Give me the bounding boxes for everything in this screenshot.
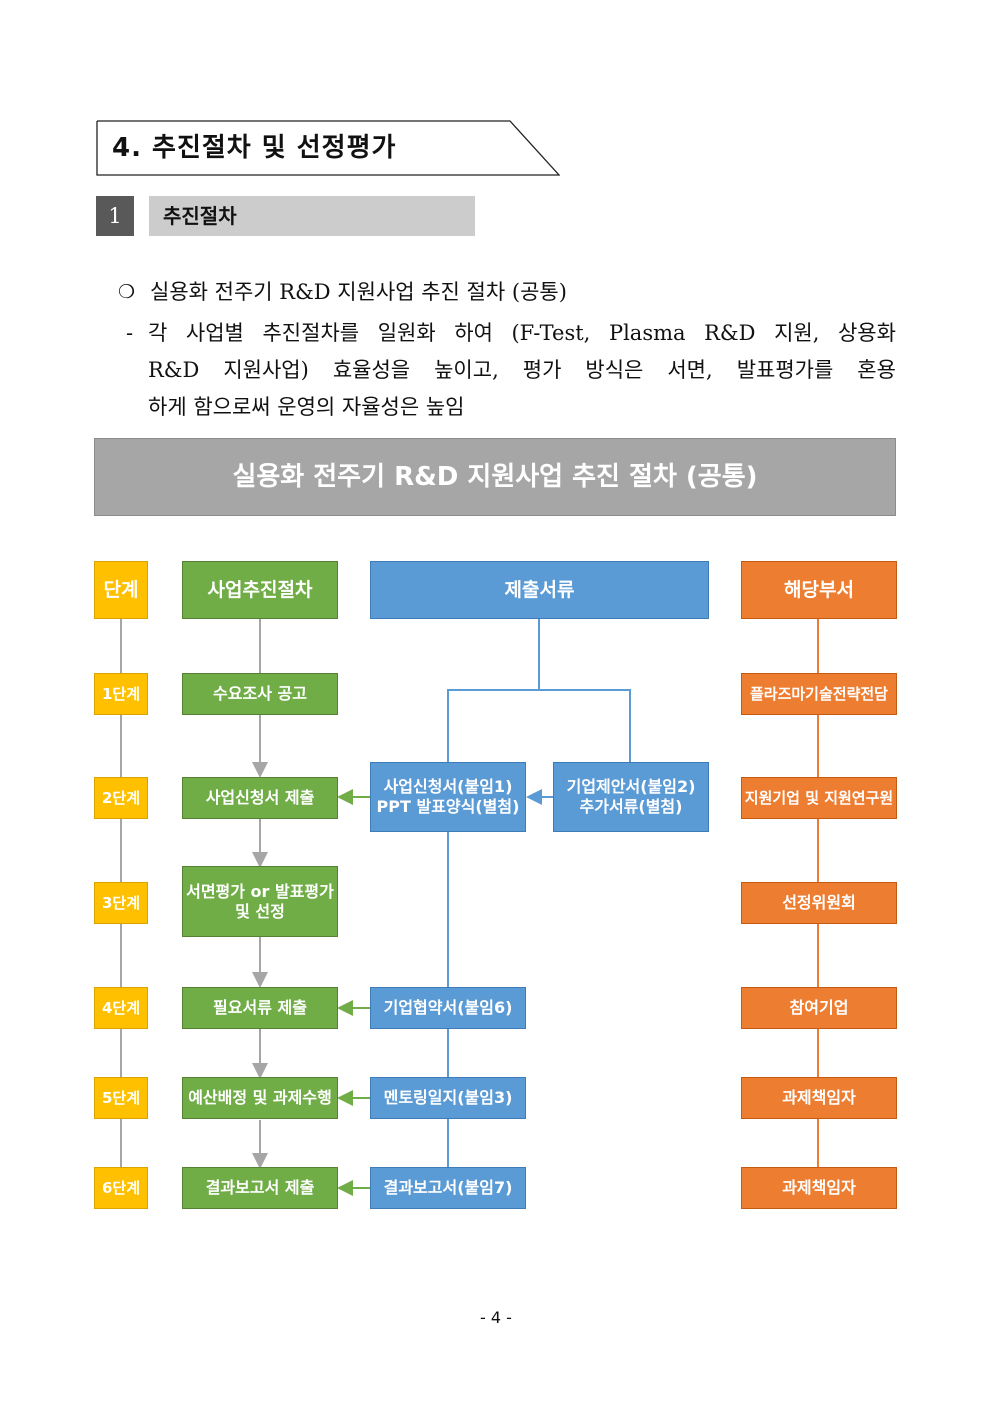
subsection-title: 추진절차 xyxy=(149,196,475,236)
page-number: - 4 - xyxy=(480,1308,512,1327)
doc-proposal: 기업제안서(붙임2) 추가서류(별첨) xyxy=(553,762,709,832)
word: 지원사업) xyxy=(223,358,309,382)
word: (F-Test, xyxy=(511,321,591,345)
word: 각 xyxy=(148,321,168,345)
process-step-6: 결과보고서 제출 xyxy=(182,1167,338,1209)
paragraph-line-2: R&D 지원사업) 효율성을 높이고, 평가 방식은 서면, 발표평가를 혼용 xyxy=(148,352,896,389)
stage-6: 6단계 xyxy=(94,1167,148,1209)
word: 지원, xyxy=(774,321,820,345)
stage-3: 3단계 xyxy=(94,882,148,924)
department-4: 참여기업 xyxy=(741,987,897,1029)
department-2: 지원기업 및 지원연구원 xyxy=(741,777,897,819)
word: 서면, xyxy=(667,358,713,382)
process-step-3: 서면평가 or 발표평가 및 선정 xyxy=(182,866,338,937)
stage-2: 2단계 xyxy=(94,777,148,819)
word: 발표평가를 xyxy=(736,358,834,382)
department-1: 플라즈마기술전략전담 xyxy=(741,673,897,715)
process-step-5: 예산배정 및 과제수행 xyxy=(182,1077,338,1119)
process-step-4: 필요서류 제출 xyxy=(182,987,338,1029)
word: R&D xyxy=(148,358,200,382)
word: 사업별 xyxy=(185,321,244,345)
paragraph-line-1: 각 사업별 추진절차를 일원화 하여 (F-Test, Plasma R&D 지원, 상용화 xyxy=(148,315,896,352)
doc-mentoring: 멘토링일지(붙임3) xyxy=(370,1077,526,1119)
word: R&D xyxy=(704,321,756,345)
word: 상용화 xyxy=(837,321,896,345)
section-title: 4. 추진절차 및 선정평가 xyxy=(112,133,397,163)
stage-header: 단계 xyxy=(94,561,148,619)
word: 하여 xyxy=(454,321,493,345)
word: 혼용 xyxy=(857,358,896,382)
diagram-banner: 실용화 전주기 R&D 지원사업 추진 절차 (공통) xyxy=(94,438,896,516)
stage-1: 1단계 xyxy=(94,673,148,715)
dash-bullet-icon: - xyxy=(126,321,134,345)
doc-agreement: 기업협약서(붙임6) xyxy=(370,987,526,1029)
doc-application: 사업신청서(붙임1) PPT 발표양식(별첨) xyxy=(370,762,526,832)
word: 추진절차를 xyxy=(262,321,360,345)
documents-header: 제출서류 xyxy=(370,561,709,619)
process-step-1: 수요조사 공고 xyxy=(182,673,338,715)
section-title-frame xyxy=(96,120,560,176)
word: Plasma xyxy=(608,321,686,345)
word: 평가 xyxy=(522,358,562,382)
circle-bullet-icon: ❍ xyxy=(118,281,136,303)
stage-4: 4단계 xyxy=(94,987,148,1029)
process-step-2: 사업신청서 제출 xyxy=(182,777,338,819)
department-header: 해당부서 xyxy=(741,561,897,619)
department-3: 선정위원회 xyxy=(741,882,897,924)
word: 효율성을 xyxy=(332,358,411,382)
subsection-number: 1 xyxy=(96,196,134,236)
word: 높이고, xyxy=(434,358,499,382)
stage-5: 5단계 xyxy=(94,1077,148,1119)
process-header: 사업추진절차 xyxy=(182,561,338,619)
word: 방식은 xyxy=(585,358,644,382)
documents-tree xyxy=(447,689,631,762)
department-6: 과제책임자 xyxy=(741,1167,897,1209)
department-5: 과제책임자 xyxy=(741,1077,897,1119)
word: 일원화 xyxy=(377,321,436,345)
doc-report: 결과보고서(붙임7) xyxy=(370,1167,526,1209)
bullet-text: 실용화 전주기 R&D 지원사업 추진 절차 (공통) xyxy=(150,280,567,304)
paragraph-line-3: 하게 함으로써 운영의 자율성은 높임 xyxy=(148,395,465,419)
